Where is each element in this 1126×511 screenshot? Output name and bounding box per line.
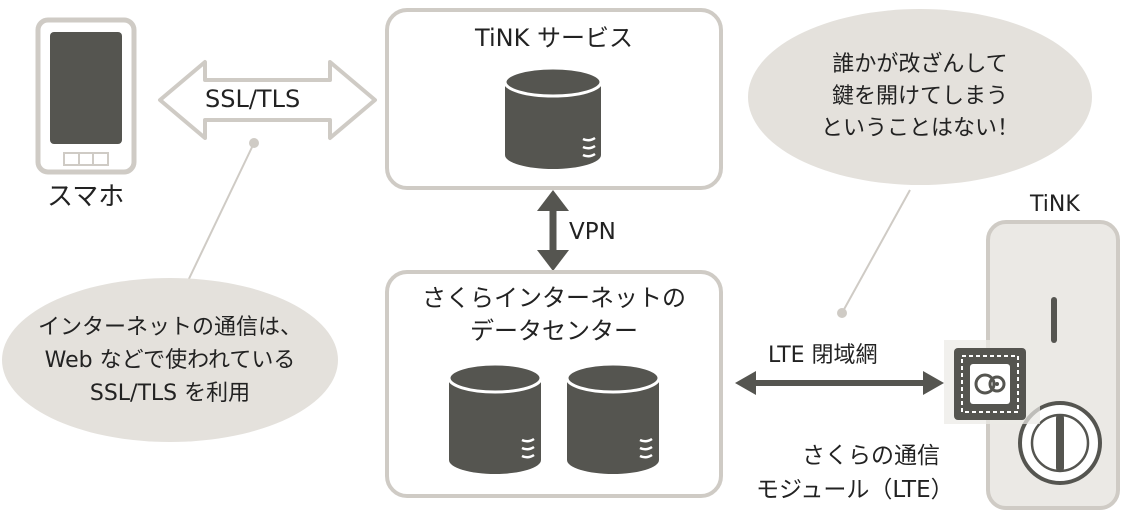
bubble-right-line2: 鍵を開けてしまう	[831, 84, 1008, 109]
vpn-label: VPN	[569, 219, 616, 245]
left-speech-bubble	[2, 138, 338, 442]
chip-icon	[944, 340, 1040, 424]
database-icon	[565, 362, 661, 474]
lte-label: LTE 閉域網	[768, 343, 878, 368]
ssl-tls-label: SSL/TLS	[205, 85, 301, 113]
datacenter-title-line1: さくらインターネットの	[422, 284, 686, 312]
tink-device-label: TiNK	[1030, 192, 1080, 217]
bubble-left-line1: インターネットの通信は、	[37, 315, 302, 340]
tink-service-title: TiNK サービス	[475, 24, 633, 52]
lte-arrow	[735, 371, 944, 395]
smartphone-icon	[35, 17, 137, 175]
comm-module-label-line2: モジュール（LTE）	[756, 477, 954, 503]
database-icon	[447, 362, 543, 474]
smartphone-label: スマホ	[47, 182, 125, 212]
right-speech-bubble	[748, 9, 1092, 318]
database-icon	[503, 66, 603, 169]
bubble-right-line3: ということはない！	[820, 116, 1019, 141]
bubble-right-line1: 誰かが改ざんして	[832, 52, 1008, 77]
bubble-left-line3: SSL/TLS を利用	[89, 381, 251, 406]
bubble-left-line2: Web などで使われている	[44, 348, 296, 373]
datacenter-title-line2: データセンター	[470, 317, 638, 345]
ssl-double-arrow	[158, 60, 377, 140]
comm-module-label-line1: さくらの通信	[802, 443, 940, 469]
vpn-arrow	[537, 190, 569, 271]
